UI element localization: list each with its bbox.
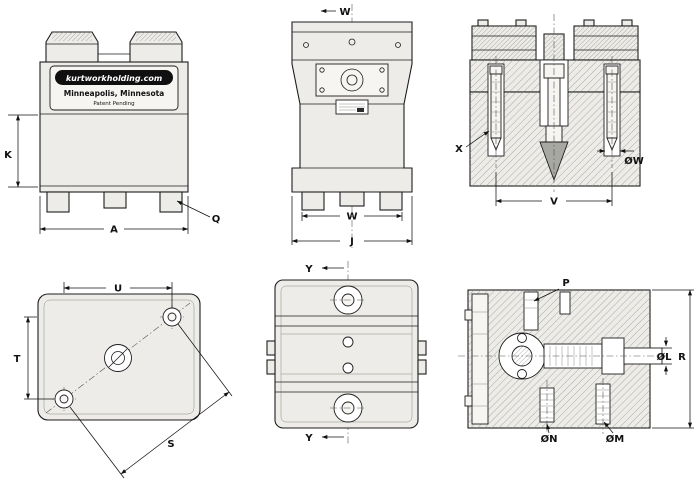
side-view: W W J — [291, 4, 413, 248]
brand-banner — [55, 70, 173, 85]
top-center-hole — [348, 38, 356, 46]
side-right-foot — [379, 191, 403, 211]
dim-J: J — [291, 196, 413, 248]
front-view: kurtworkholding.com Minneapolis, Minneso… — [4, 31, 221, 236]
dim-label-OL: ØL — [657, 351, 673, 363]
dim-P: P — [533, 278, 570, 302]
right-jaw-hatch — [136, 32, 176, 41]
side-center-foot — [339, 191, 365, 207]
dim-T: T — [14, 316, 54, 400]
dim-W-bottom: W — [301, 212, 403, 223]
dim-label-J: J — [349, 237, 354, 248]
dim-X: X — [455, 130, 490, 155]
dim-K: K — [4, 114, 38, 188]
dim-label-Q: Q — [212, 214, 221, 225]
dim-label-X: X — [455, 144, 463, 155]
brand-website: kurtworkholding.com — [66, 74, 162, 83]
dim-label-S: S — [167, 439, 174, 450]
brand-patent: Patent Pending — [93, 101, 134, 107]
jaw-screw-right — [395, 42, 401, 48]
jaw-screw-left — [303, 42, 309, 48]
dim-U: U — [63, 282, 173, 308]
dim-label-T: T — [14, 354, 21, 365]
dim-R: R — [652, 289, 694, 429]
dim-OW: ØW — [597, 148, 644, 167]
side-left-foot — [301, 191, 325, 211]
spindle-boss-outer — [340, 68, 364, 92]
top-plan-view: U T S — [14, 282, 233, 479]
dim-label-R: R — [678, 352, 686, 363]
dim-label-P: P — [562, 278, 569, 289]
dim-V: V — [495, 172, 613, 208]
dim-label-U: U — [114, 284, 122, 295]
section-label-Y-bottom: Y — [304, 433, 313, 444]
spindle-boss-inner — [346, 74, 358, 86]
dim-label-W-top: W — [339, 7, 350, 18]
section-arrow-Y-top: Y — [304, 264, 344, 275]
dim-label-W-bottom: W — [346, 212, 357, 223]
brand-city: Minneapolis, Minnesota — [64, 89, 165, 98]
section-view-bottom: P ØL R ØN ØM — [458, 278, 694, 445]
front-left-foot — [46, 191, 70, 213]
dim-ON: ØN — [541, 423, 558, 445]
dim-label-OW: ØW — [624, 155, 644, 167]
front-center-foot — [103, 191, 127, 209]
brand-plate: kurtworkholding.com Minneapolis, Minneso… — [49, 65, 179, 111]
dim-label-V: V — [550, 197, 558, 208]
section-view-top: X ØW V — [455, 14, 644, 208]
dim-label-K: K — [4, 150, 13, 161]
dim-S: S — [69, 323, 233, 479]
dim-OM: ØM — [603, 421, 625, 445]
dim-label-ON: ØN — [541, 433, 558, 445]
dim-A: A — [39, 196, 189, 236]
dim-label-OM: ØM — [606, 433, 625, 445]
section-arrow-Y-bottom: Y — [304, 433, 344, 444]
dim-W-top: W — [320, 7, 351, 18]
center-plan-view: Y Y — [266, 261, 427, 445]
jaw-plate-section — [471, 293, 489, 425]
section-label-Y-top: Y — [304, 264, 313, 275]
left-jaw-hatch — [52, 32, 92, 41]
dim-Q: Q — [176, 200, 221, 225]
dim-OL: ØL — [657, 337, 673, 375]
dim-label-A: A — [110, 225, 118, 236]
serial-barcode — [357, 108, 364, 112]
dowel-pin — [523, 291, 539, 331]
